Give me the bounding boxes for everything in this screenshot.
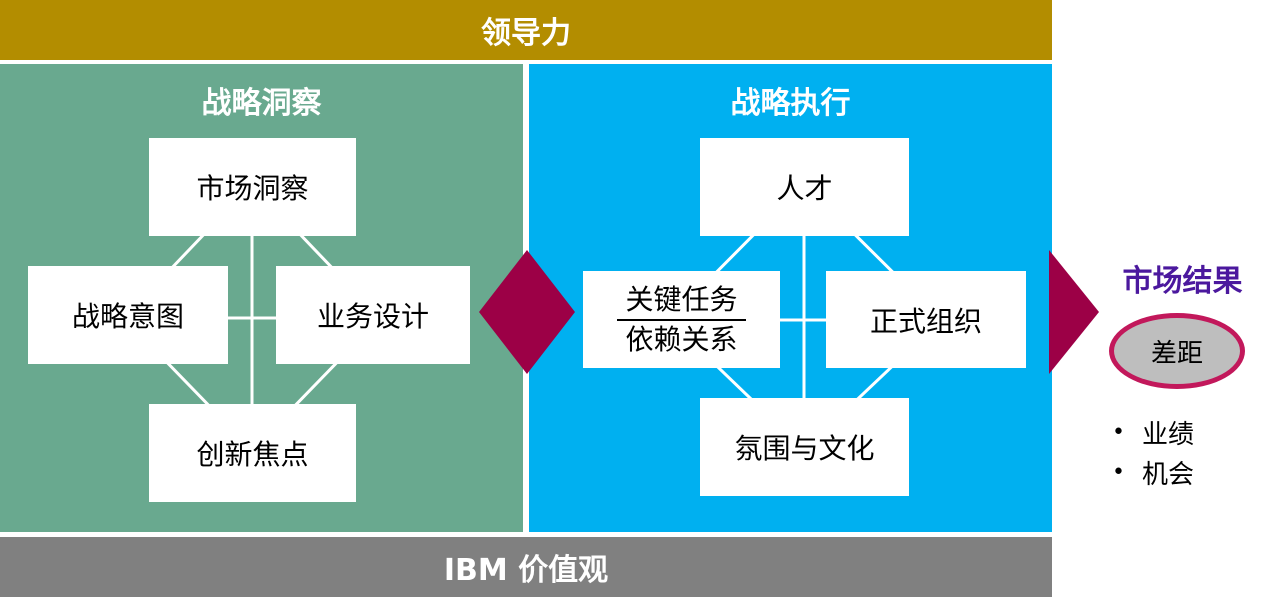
gap-ellipse: 差距 — [1109, 313, 1245, 389]
critical-tasks-label: 关键任务 — [617, 283, 746, 321]
formal-organization-box: 正式组织 — [826, 271, 1026, 368]
market-insight-label: 市场洞察 — [196, 172, 309, 205]
strategic-intent-box: 战略意图 — [28, 266, 228, 364]
climate-culture-label: 氛围与文化 — [734, 432, 875, 465]
result-item-label: 业绩 — [1142, 420, 1195, 450]
bullet-icon: • — [1112, 460, 1125, 485]
result-item-performance: • 业绩 — [1112, 414, 1194, 451]
market-results-title: 市场结果 — [1122, 264, 1243, 299]
ibm-values-label: IBM 价值观 — [443, 553, 609, 588]
strategic-insight-panel: 战略洞察 市场洞察 战略意图 业务设计 创新焦点 — [0, 64, 523, 532]
innovation-focus-box: 创新焦点 — [149, 404, 356, 502]
talent-label: 人才 — [776, 172, 833, 205]
leadership-label: 领导力 — [481, 16, 571, 51]
strategic-execution-panel: 战略执行 人才 关键任务 依赖关系 正式组织 氛围与文化 — [529, 64, 1052, 532]
talent-box: 人才 — [700, 138, 909, 236]
climate-culture-box: 氛围与文化 — [700, 398, 909, 496]
market-insight-box: 市场洞察 — [149, 138, 356, 236]
innovation-focus-label: 创新焦点 — [196, 438, 309, 471]
strategic-intent-label: 战略意图 — [71, 300, 184, 333]
result-item-label: 机会 — [1142, 460, 1195, 490]
dependencies-label: 依赖关系 — [625, 322, 738, 356]
strategic-execution-title: 战略执行 — [730, 86, 851, 121]
formal-organization-label: 正式组织 — [869, 304, 982, 338]
critical-tasks-box: 关键任务 依赖关系 — [583, 271, 780, 368]
results-arrow-shape — [1049, 250, 1099, 374]
bullet-icon: • — [1112, 420, 1125, 445]
ibm-values-band: IBM 价值观 — [0, 537, 1052, 597]
leadership-band: 领导力 — [0, 0, 1052, 60]
strategic-insight-title: 战略洞察 — [201, 86, 322, 121]
result-item-opportunity: • 机会 — [1112, 454, 1194, 491]
gap-label: 差距 — [1150, 338, 1203, 369]
business-design-box: 业务设计 — [276, 266, 470, 364]
business-design-label: 业务设计 — [316, 300, 429, 333]
center-diamond-shape — [479, 250, 575, 374]
